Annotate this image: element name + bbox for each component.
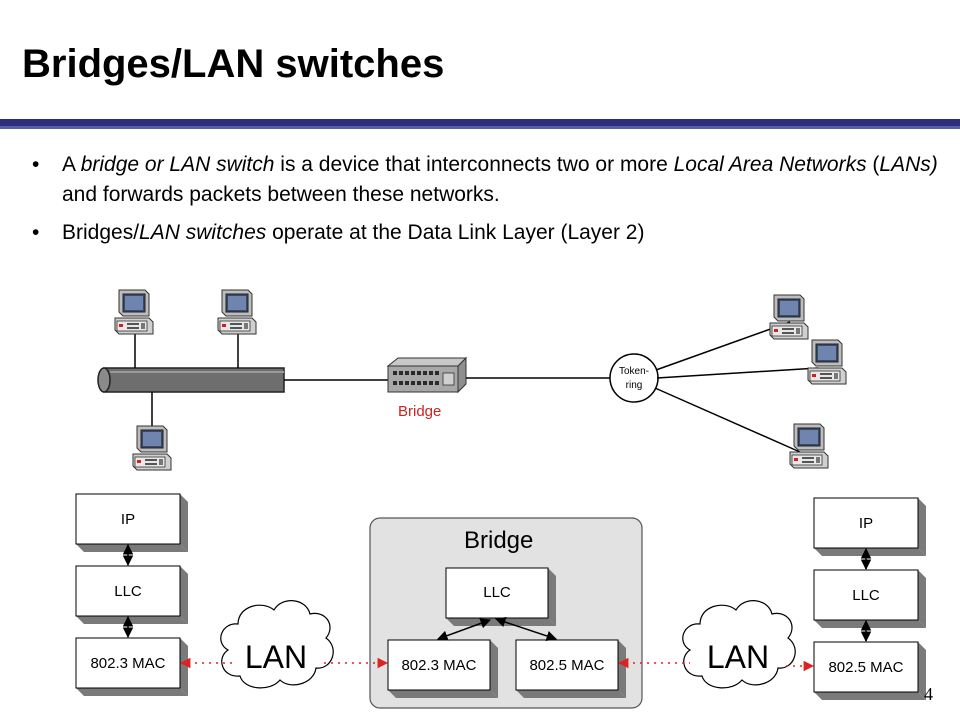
left-mac-layer: 802.3 MAC: [75, 637, 188, 696]
bridge-mac-left-layer: 802.3 MAC: [387, 639, 498, 698]
lan-cloud-label: LAN: [707, 639, 769, 675]
ring-spoke-line: [656, 367, 819, 379]
bullet-text-part: (: [866, 153, 880, 176]
token-ring-label: Token-: [619, 366, 649, 377]
desktop-computer-icon: [789, 423, 829, 469]
slide-number: 4: [924, 684, 933, 704]
bridge-stack-title: Bridge: [464, 527, 533, 554]
layer-label: IP: [859, 515, 873, 532]
right-mac-layer: 802.5 MAC: [813, 641, 926, 700]
bullet-text-part: Bridges/: [62, 221, 140, 244]
ethernet-bus: [97, 367, 285, 393]
layer-label: 802.5 MAC: [828, 659, 903, 676]
bullet-list: • A bridge or LAN switch is a device that…: [30, 150, 940, 256]
bullet-item: • A bridge or LAN switch is a device that…: [30, 150, 940, 210]
lan-cloud-label: LAN: [245, 639, 307, 675]
bullet-text-part: A: [62, 153, 81, 176]
right-llc-layer: LLC: [813, 569, 926, 628]
layer-label: LLC: [852, 587, 880, 604]
lan-cloud-right: LAN: [682, 600, 796, 689]
token-ring-node: [609, 353, 659, 403]
ring-spoke-line: [654, 387, 801, 453]
bridge-device-icon: [386, 356, 468, 394]
layer-arrow: [495, 617, 557, 641]
bullet-marker: •: [32, 221, 40, 244]
layer-label: LLC: [483, 584, 511, 601]
left-llc-layer: LLC: [75, 565, 188, 624]
desktop-computer-icon: [114, 289, 154, 335]
layer-label: IP: [121, 511, 135, 528]
bullet-marker: •: [32, 153, 40, 176]
bullet-text-part: Local Area Networks: [673, 153, 867, 176]
slide-title: Bridges/LAN switches: [22, 42, 445, 86]
desktop-computer-icon: [769, 294, 809, 340]
bridge-llc-layer: LLC: [445, 567, 556, 626]
token-ring-label: ring: [626, 380, 643, 391]
layer-label: 802.5 MAC: [529, 657, 604, 674]
desktop-computer-icon: [217, 289, 257, 335]
layer-label: 802.3 MAC: [90, 655, 165, 672]
left-ip-layer: IP: [75, 493, 188, 552]
bullet-item: • Bridges/LAN switches operate at the Dat…: [30, 218, 940, 248]
layer-arrow: [437, 618, 491, 641]
bullet-text-part: LAN switches: [139, 221, 267, 244]
bullet-text-part: bridge or LAN switch: [80, 153, 275, 176]
title-underline: [0, 119, 960, 130]
bullet-text-part: and forwards packets between these netwo…: [62, 183, 500, 206]
ring-spoke-line: [655, 321, 791, 371]
right-ip-layer: IP: [813, 497, 926, 556]
layer-label: 802.3 MAC: [401, 657, 476, 674]
bullet-text-part: operate at the Data Link Layer (Layer 2): [266, 221, 645, 244]
desktop-computer-icon: [132, 425, 172, 471]
bridge-device-label: Bridge: [398, 403, 441, 420]
lan-cloud-left: LAN: [220, 600, 334, 689]
layer-label: LLC: [114, 583, 142, 600]
desktop-computer-icon: [807, 339, 847, 385]
bridge-mac-right-layer: 802.5 MAC: [515, 639, 626, 698]
bullet-text-part: LANs): [879, 153, 938, 176]
bullet-text-part: is a device that interconnects two or mo…: [274, 153, 674, 176]
